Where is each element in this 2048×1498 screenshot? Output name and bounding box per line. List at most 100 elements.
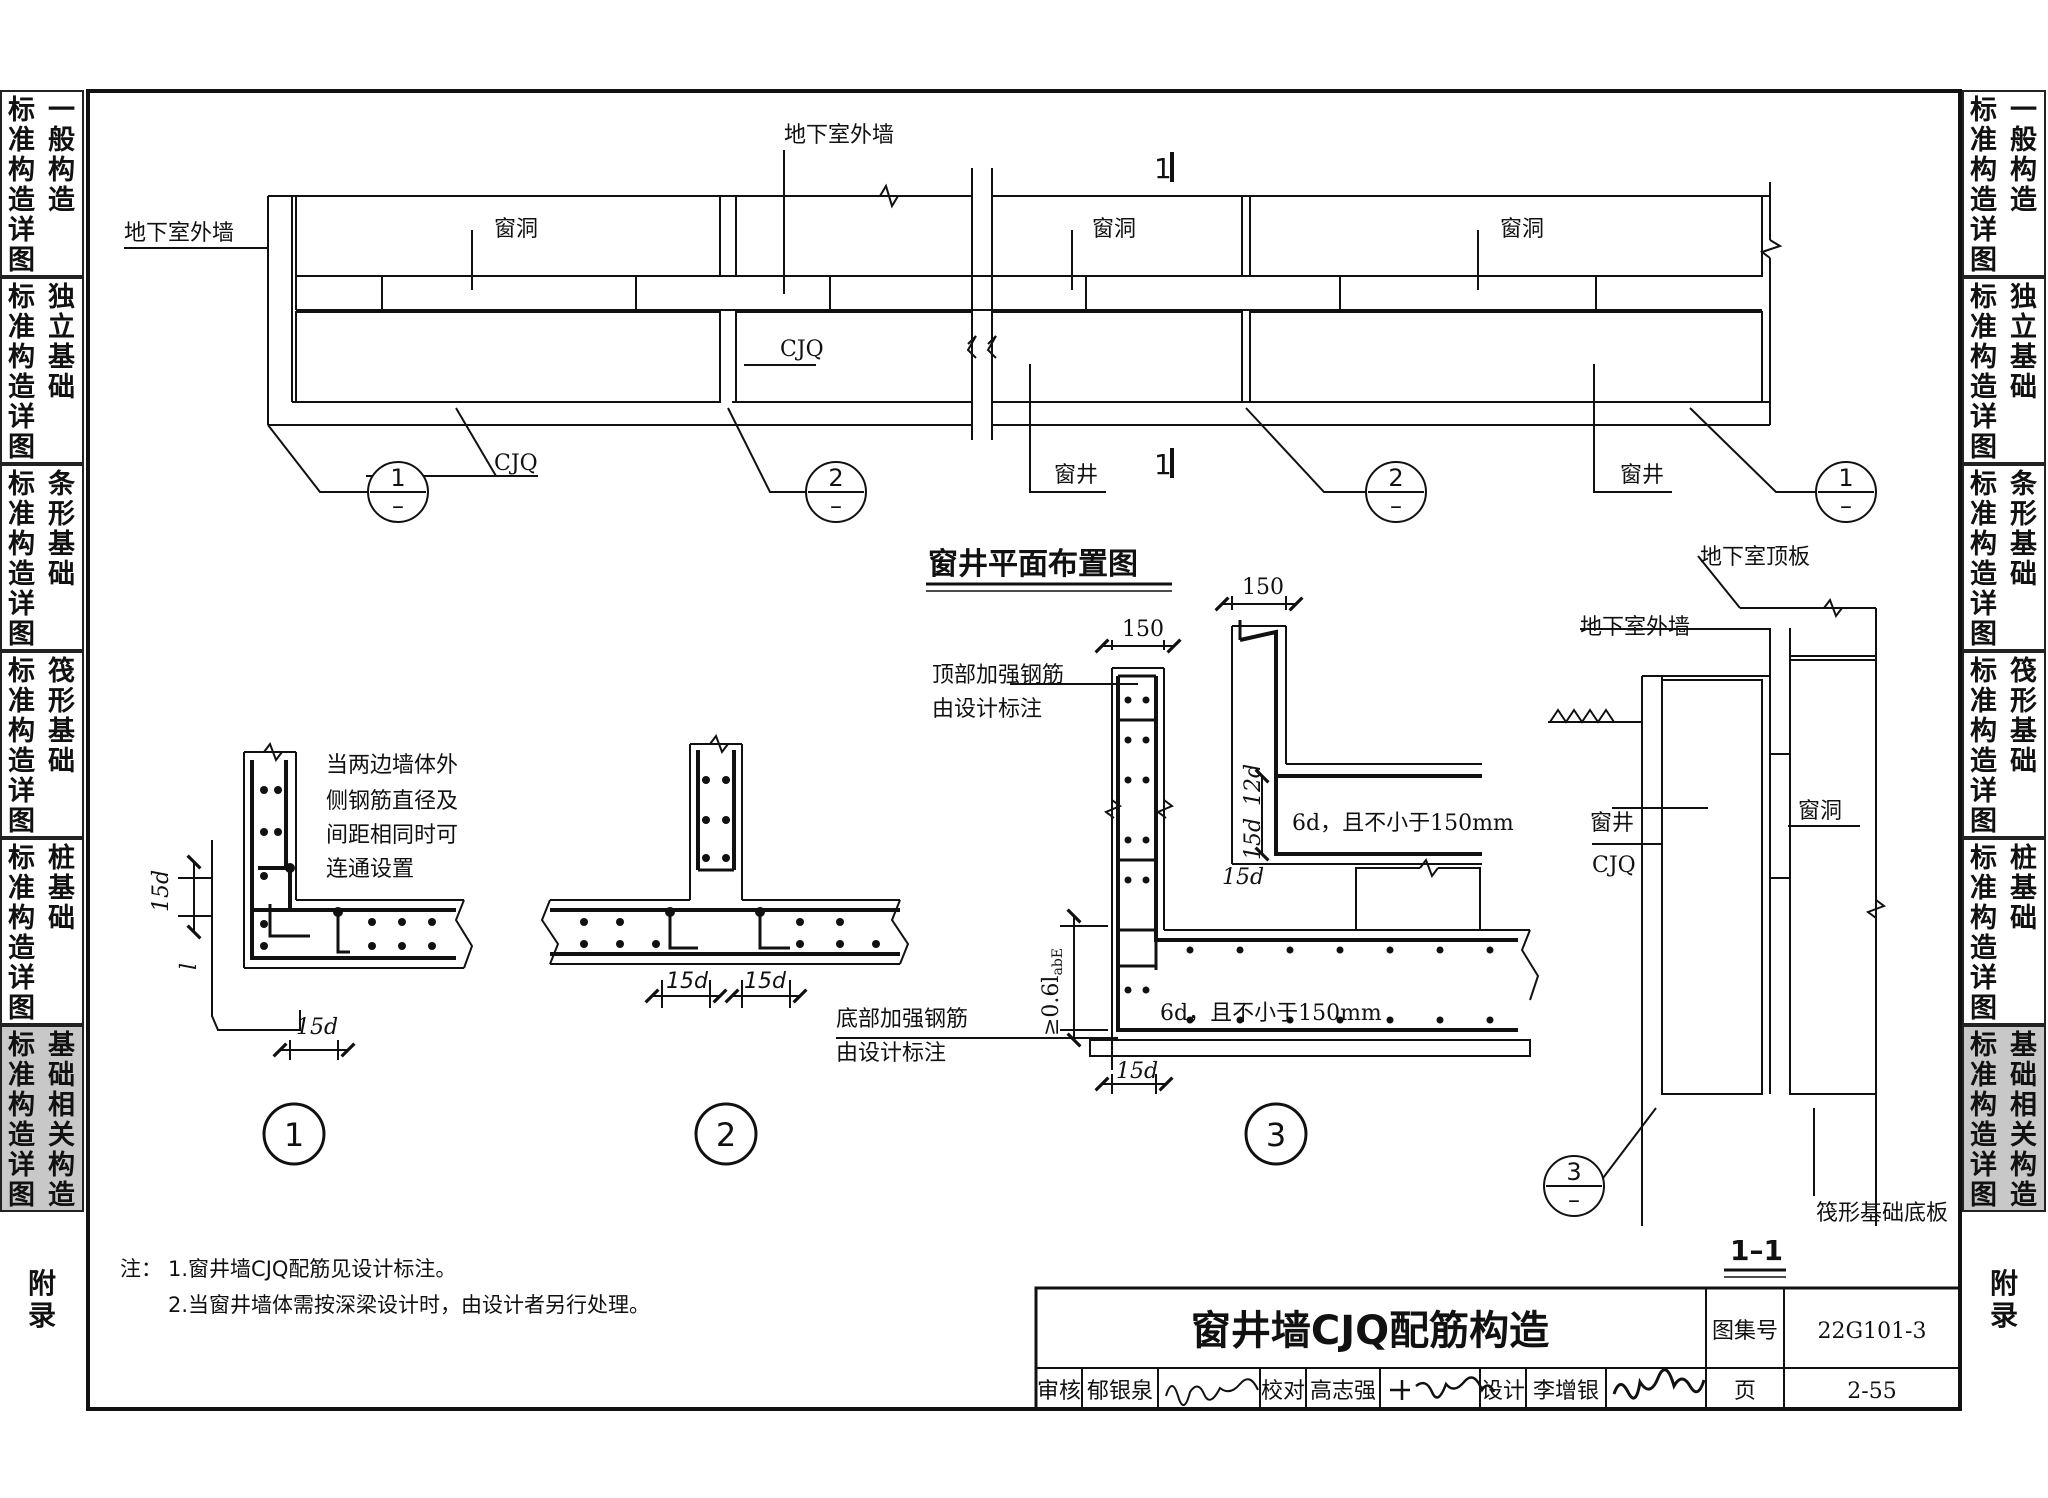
note-1: 1.窗井墙CJQ配筋见设计标注。	[168, 1257, 456, 1281]
detail-2-dim-15d-left: 15d	[666, 969, 709, 994]
tab-label-right: 一般构造	[48, 95, 75, 216]
detail-3-anchor-note-lower: 6d，且不小于150mm	[1160, 1001, 1382, 1026]
detail-1-note-line-4: 连通设置	[326, 857, 414, 882]
section-bubble-3-sub: –	[1568, 1186, 1580, 1214]
sidebar-tab-foundation-related[interactable]: 标准构造详图基础相关构造	[0, 1025, 84, 1212]
detail-3-dim-150: 150	[1122, 617, 1164, 642]
page-number: 2-55	[1847, 1379, 1896, 1404]
label-cjq-2: CJQ	[494, 451, 538, 476]
designer-name: 李增银	[1533, 1379, 1599, 1404]
tab-label-left: 标准构造详图	[8, 95, 35, 276]
section-label-window-well: 窗井	[1590, 811, 1634, 836]
plan-detail-bubbles	[367, 461, 1877, 523]
bubble-1-right: 1	[1838, 464, 1853, 492]
detail-3-dim-15d-bottom: 15d	[1116, 1059, 1158, 1084]
drawing-title: 窗井墙CJQ配筋构造	[1191, 1308, 1549, 1354]
label-window-opening-3: 窗洞	[1500, 217, 1544, 242]
page-label: 页	[1734, 1379, 1756, 1404]
note-2: 2.当窗井墙体需按深梁设计时，由设计者另行处理。	[168, 1293, 650, 1317]
detail-3-inset-dim-150: 150	[1242, 575, 1284, 600]
detail-1-rebar-dots	[260, 786, 436, 950]
detail-3-top-note-1: 顶部加强钢筋	[932, 663, 1064, 688]
detail-3-anchor-note-upper: 6d，且不小于150mm	[1292, 811, 1514, 836]
label-cjq-1: CJQ	[780, 337, 824, 362]
reviewer-name: 郁银泉	[1087, 1379, 1153, 1404]
detail-3-top-note-2: 由设计标注	[932, 697, 1042, 722]
dim-06lab-main: ≥0.6l	[1039, 976, 1064, 1036]
detail-3-hook-inset	[1214, 596, 1482, 865]
section-mark-bottom: 1	[1154, 448, 1172, 481]
detail-2-number: 2	[716, 1116, 736, 1154]
detail-3-dim-15d-inset-vertical: 15d	[1241, 818, 1266, 860]
section-label-roof-slab: 地下室顶板	[1700, 545, 1810, 570]
bubble-sub: –	[1390, 492, 1402, 520]
detail-3-number-circle	[1244, 1102, 1308, 1166]
sidebar-appendix[interactable]: 附录	[27, 1267, 56, 1332]
title-block	[1034, 1286, 1962, 1411]
detail-1-note-line-3: 间距相同时可	[326, 823, 458, 848]
sidebar-tab-general[interactable]: 标准构造详图一般构造	[0, 90, 84, 277]
detail-3-drawing	[836, 638, 1540, 1094]
sidebar-tab-raft-foundation[interactable]: 标准构造详图筏形基础	[0, 651, 84, 838]
section-bubble-3: 3 –	[1543, 1155, 1605, 1217]
detail-2-drawing	[540, 733, 910, 1008]
detail-3-rebar-dots	[1124, 696, 1494, 1024]
sidebar-tab-pile-foundation[interactable]: 标准构造详图桩基础	[1962, 838, 2046, 1025]
label-outer-wall-left: 地下室外墙	[124, 221, 234, 246]
plan-title: 窗井平面布置图	[928, 547, 1138, 582]
section-label-raft: 筏形基础底板	[1816, 1201, 1948, 1226]
section-cut-marks: 1 1	[1154, 152, 1174, 481]
sidebar-tab-strip-foundation[interactable]: 标准构造详图条形基础	[0, 464, 84, 651]
detail-3-number: 3	[1266, 1116, 1286, 1154]
label-window-well-1: 窗井	[1054, 463, 1098, 488]
sidebar-tab-raft-foundation[interactable]: 标准构造详图筏形基础	[1962, 651, 2046, 838]
plan-labels: 地下室外墙 地下室外墙 窗洞 窗洞 窗洞 CJQ CJQ 窗井 窗井	[124, 123, 1664, 488]
section-mark-top: 1	[1154, 152, 1172, 185]
detail-1-number: 1	[284, 1116, 304, 1154]
section-label-window-opening: 窗洞	[1798, 799, 1842, 824]
signature-designer	[1612, 1368, 1706, 1400]
bubble-2-left: 2	[828, 464, 843, 492]
bubble-sub: –	[830, 492, 842, 520]
sidebar-tab-isolated-foundation[interactable]: 标准构造详图独立基础	[1962, 277, 2046, 464]
dim-06lab-sub: abE	[1050, 948, 1066, 976]
label-window-well-2: 窗井	[1620, 463, 1664, 488]
detail-3-dim-15d-inset: 15d	[1222, 865, 1264, 890]
detail-1-drawing	[178, 741, 474, 1060]
sidebar-tab-foundation-related[interactable]: 标准构造详图基础相关构造	[1962, 1025, 2046, 1212]
review-label: 审核	[1037, 1379, 1081, 1404]
detail-2-dim-15d-right: 15d	[744, 969, 787, 994]
sidebar-tab-strip-foundation[interactable]: 标准构造详图条形基础	[1962, 464, 2046, 651]
sidebar-tab-isolated-foundation[interactable]: 标准构造详图独立基础	[0, 277, 84, 464]
section-title: 1–1	[1730, 1234, 1783, 1267]
detail-1-number-circle	[262, 1102, 326, 1166]
detail-1-dim-15d-horizontal: 15d	[296, 1015, 338, 1040]
sheet-frame	[86, 89, 1962, 1411]
detail-1-dim-l: l	[177, 963, 202, 970]
section-label-outer-wall: 地下室外墙	[1580, 615, 1690, 640]
label-window-opening-2: 窗洞	[1092, 217, 1136, 242]
detail-2-number-circle	[694, 1102, 758, 1166]
design-label: 设计	[1481, 1379, 1525, 1404]
detail-3-dim-06lab: ≥0.6labE	[1039, 948, 1066, 1036]
section-label-cjq: CJQ	[1592, 853, 1636, 878]
notes-prefix: 注：	[120, 1257, 162, 1281]
detail-1-note-line-1: 当两边墙体外	[326, 753, 458, 778]
atlas-label: 图集号	[1712, 1319, 1778, 1344]
bubble-sub: –	[392, 492, 404, 520]
signature-reviewer	[1165, 1378, 1259, 1406]
sidebar-tab-pile-foundation[interactable]: 标准构造详图桩基础	[0, 838, 84, 1025]
detail-3-bottom-note-2: 由设计标注	[836, 1041, 946, 1066]
detail-1-note-line-2: 侧钢筋直径及	[326, 789, 458, 814]
sidebar-appendix[interactable]: 附录	[1989, 1267, 2018, 1332]
bubble-2-right: 2	[1388, 464, 1403, 492]
label-window-opening-1: 窗洞	[494, 217, 538, 242]
detail-2-rebar-dots	[580, 776, 880, 948]
checker-name: 高志强	[1310, 1379, 1376, 1404]
section-1-1-drawing	[1548, 555, 1887, 1226]
sidebar-tab-general[interactable]: 标准构造详图一般构造	[1962, 90, 2046, 277]
section-bubble-3-number: 3	[1566, 1158, 1581, 1186]
signature-checker	[1390, 1376, 1496, 1400]
detail-1-dim-15d-vertical: 15d	[149, 870, 174, 912]
